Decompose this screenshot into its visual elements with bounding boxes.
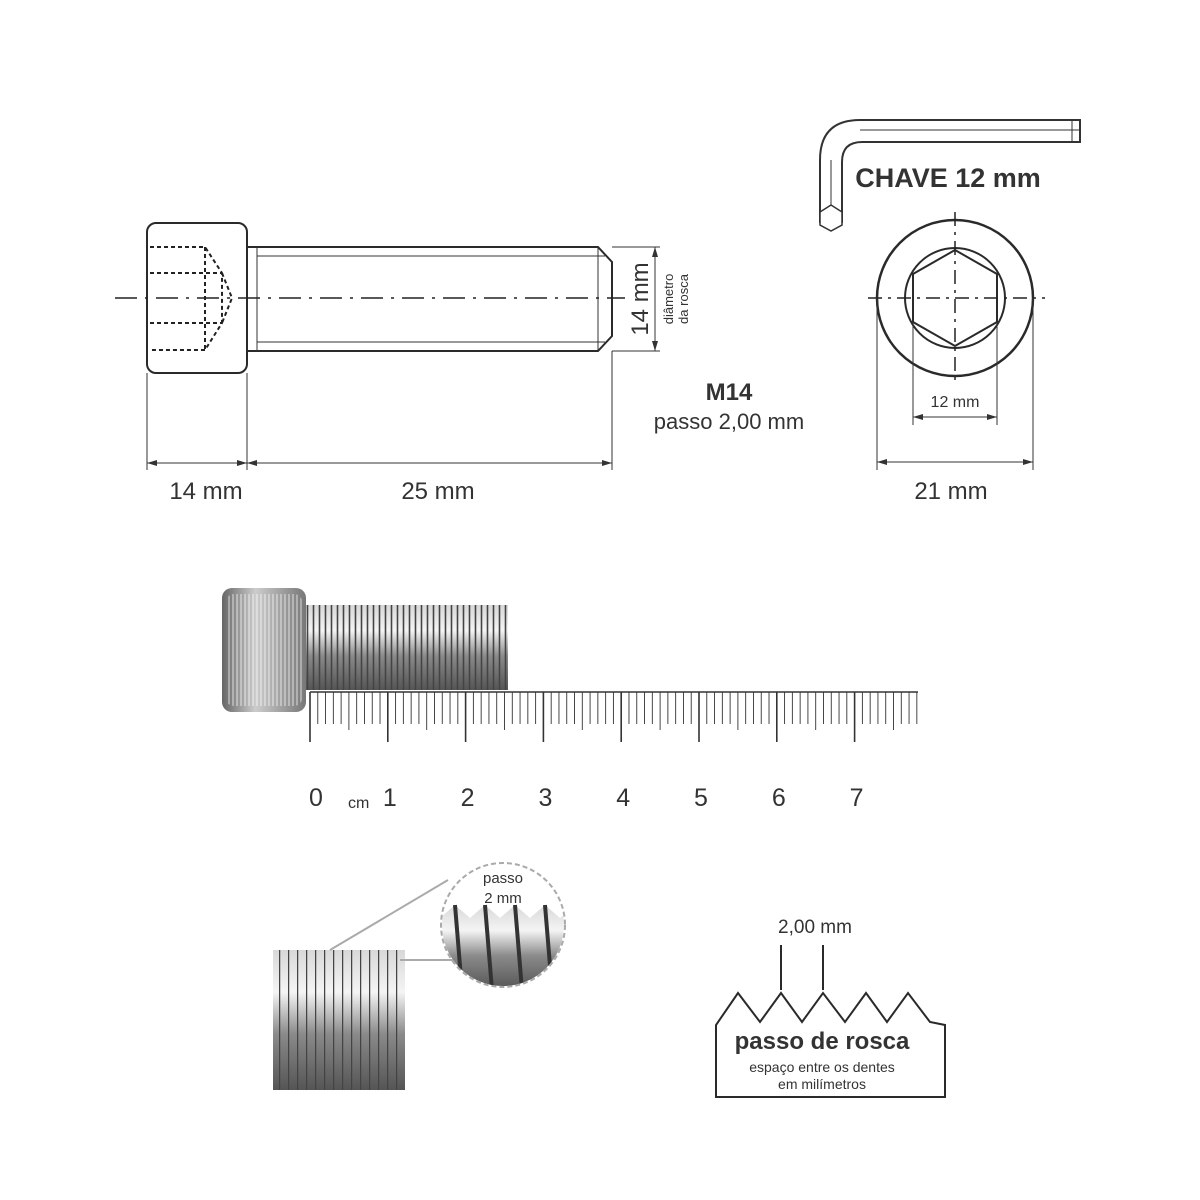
thread-lines (256, 247, 605, 351)
ruler-label: 1 (383, 784, 397, 812)
pitch-caption-2: em milímetros (778, 1076, 866, 1092)
closeup-label-2: 2 mm (484, 890, 522, 907)
bolt-side-view: 14 mm 25 mm 14 mm diâmetro da rosca (115, 222, 691, 505)
thread-pitch: passo 2,00 mm (654, 409, 804, 434)
pitch-diagram (715, 945, 946, 1098)
closeup-label-1: passo (483, 870, 523, 887)
ruler-label: 0 (309, 784, 323, 812)
shank-length-label: 25 mm (401, 478, 474, 505)
bolt-shank-outline (246, 246, 613, 352)
bolt-size: M14 (706, 379, 753, 406)
bolt-photo (222, 588, 508, 712)
thread-closeup (273, 862, 566, 1090)
pitch-title: passo de rosca (735, 1028, 910, 1055)
key-size-label: CHAVE 12 mm (855, 163, 1041, 193)
ruler (309, 691, 918, 742)
ruler-label: 5 (694, 784, 708, 812)
ruler-label: 4 (616, 784, 630, 812)
pitch-value: 2,00 mm (778, 917, 852, 938)
length-dimension-lines (146, 351, 613, 470)
head-length-label: 14 mm (169, 478, 242, 505)
hex-socket-hidden-lines (150, 246, 234, 351)
diameter-dimension-lines (612, 246, 660, 352)
ruler-label: 7 (850, 784, 864, 812)
dimension-arrows (147, 460, 612, 466)
head-diameter-label: 21 mm (914, 478, 987, 505)
hex-key-icon (819, 119, 1081, 232)
ruler-label: 6 (772, 784, 786, 812)
ruler-unit: cm (348, 795, 369, 812)
thread-diameter-caption-2: da rosca (676, 273, 691, 324)
ruler-label: 3 (538, 784, 552, 812)
bolt-front-view (868, 212, 1045, 470)
pitch-caption-1: espaço entre os dentes (749, 1059, 895, 1075)
hex-width-label: 12 mm (931, 394, 980, 411)
ruler-label: 2 (461, 784, 475, 812)
thread-diameter-label: 14 mm (627, 262, 654, 335)
hex-socket-icon (912, 248, 998, 348)
thread-diameter-caption-1: diâmetro (661, 274, 676, 325)
